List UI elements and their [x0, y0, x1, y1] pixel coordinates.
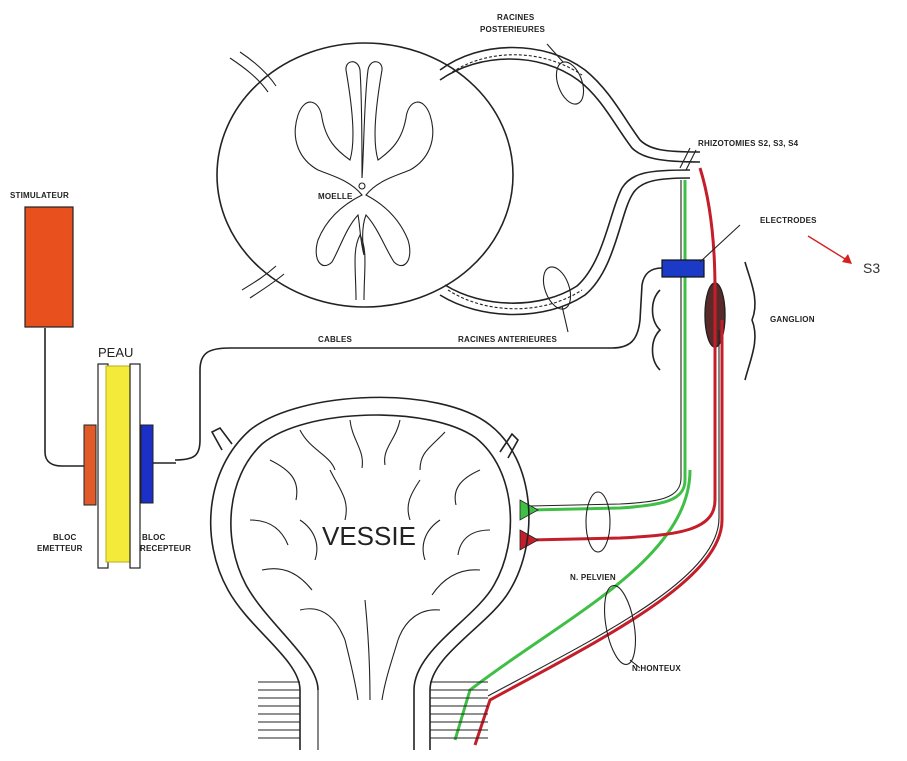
- posterior-root-callout: [551, 58, 589, 108]
- label-rhizotomies: RHIZOTOMIES S2, S3, S4: [698, 139, 799, 148]
- label-electrodes: ELECTRODES: [760, 216, 817, 225]
- nerve-paths: N. PELVIEN N.HONTEUX: [455, 168, 722, 745]
- central-canal: [359, 183, 365, 189]
- electrode-assembly: ELECTRODES S3: [662, 216, 880, 277]
- bladder: VESSIE: [211, 397, 529, 750]
- receiver-block: [141, 425, 153, 503]
- label-racines-anterieures: RACINES ANTERIEURES: [458, 335, 558, 344]
- label-moelle: MOELLE: [318, 192, 353, 201]
- left-root-stub-upper: [230, 52, 276, 92]
- stimulator-box: [25, 207, 73, 327]
- skin-layer: [106, 366, 130, 562]
- s3-arrow-head: [842, 254, 852, 264]
- emitter-block: [84, 425, 96, 505]
- label-vessie: VESSIE: [322, 521, 416, 551]
- label-peau: PEAU: [98, 345, 133, 360]
- electrode-block: [662, 260, 704, 277]
- grey-matter: [295, 62, 433, 266]
- stimulation-hardware: STIMULATEUR PEAU BLOC EMETTEUR BLOC RECE…: [10, 191, 191, 568]
- ganglion-bracket-right: [745, 262, 755, 380]
- cable-stimulator: [45, 328, 84, 466]
- sphincter-left: [258, 682, 300, 738]
- bladder-mucosa-folds: [250, 420, 490, 700]
- motor-path-upper: [530, 168, 715, 540]
- label-bloc-emetteur-1: BLOC: [53, 533, 76, 542]
- label-ganglion: GANGLION: [770, 315, 815, 324]
- label-cables: CABLES: [318, 335, 353, 344]
- ganglion: GANGLION: [653, 262, 815, 380]
- anterior-root-callout: [538, 263, 576, 313]
- nerve-roots: RACINES POSTERIEURES RACINES ANTERIEURES: [440, 13, 700, 344]
- anterior-root-leader: [562, 306, 568, 332]
- spinal-cord: MOELLE: [217, 43, 513, 307]
- label-bloc-emetteur-2: EMETTEUR: [37, 544, 83, 553]
- anterior-root-outer: [440, 178, 690, 315]
- label-bloc-recepteur-2: RECEPTEUR: [140, 544, 191, 553]
- label-nerf-pelvien: N. PELVIEN: [570, 573, 616, 582]
- electrode-leader: [700, 225, 740, 262]
- pudendal-nerve-callout: [599, 583, 640, 667]
- skin-outer-right: [130, 364, 140, 568]
- label-bloc-recepteur-1: BLOC: [142, 533, 165, 542]
- sphincter-right: [430, 682, 488, 738]
- ganglion-bracket-left: [653, 290, 661, 370]
- pelvic-nerve-callout: [586, 492, 610, 552]
- s3-arrow-line: [808, 236, 850, 262]
- label-nerf-honteux: N.HONTEUX: [632, 664, 681, 673]
- label-racines-posterieures-1: RACINES: [497, 13, 535, 22]
- rhizotomy-cut: RHIZOTOMIES S2, S3, S4: [680, 139, 799, 170]
- label-stimulateur: STIMULATEUR: [10, 191, 69, 200]
- ureter-left: [212, 428, 232, 450]
- motor-terminal: [520, 530, 538, 550]
- median-fissure: [355, 235, 365, 300]
- label-s3: S3: [863, 260, 880, 276]
- posterior-root-inner: [440, 59, 700, 162]
- label-racines-posterieures-2: POSTERIEURES: [480, 25, 546, 34]
